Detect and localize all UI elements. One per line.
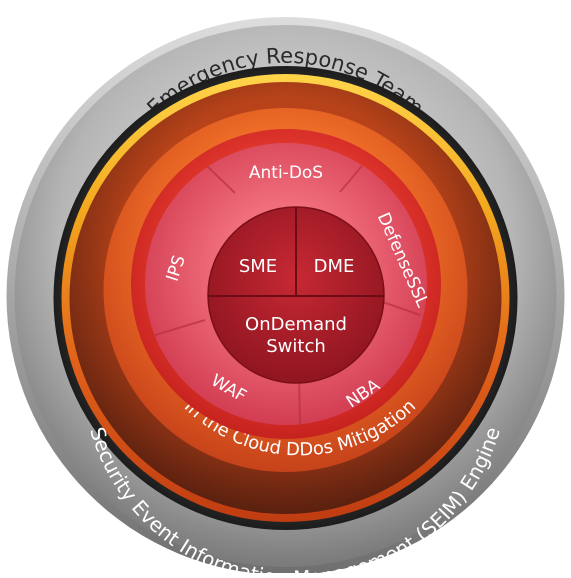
core-label-ondemand: OnDemand bbox=[245, 314, 347, 335]
core-label-dme: DME bbox=[314, 256, 355, 277]
core-label-switch: Switch bbox=[266, 336, 326, 357]
segment-label-anti-dos: Anti-DoS bbox=[249, 163, 323, 183]
core-label-sme: SME bbox=[239, 256, 277, 277]
